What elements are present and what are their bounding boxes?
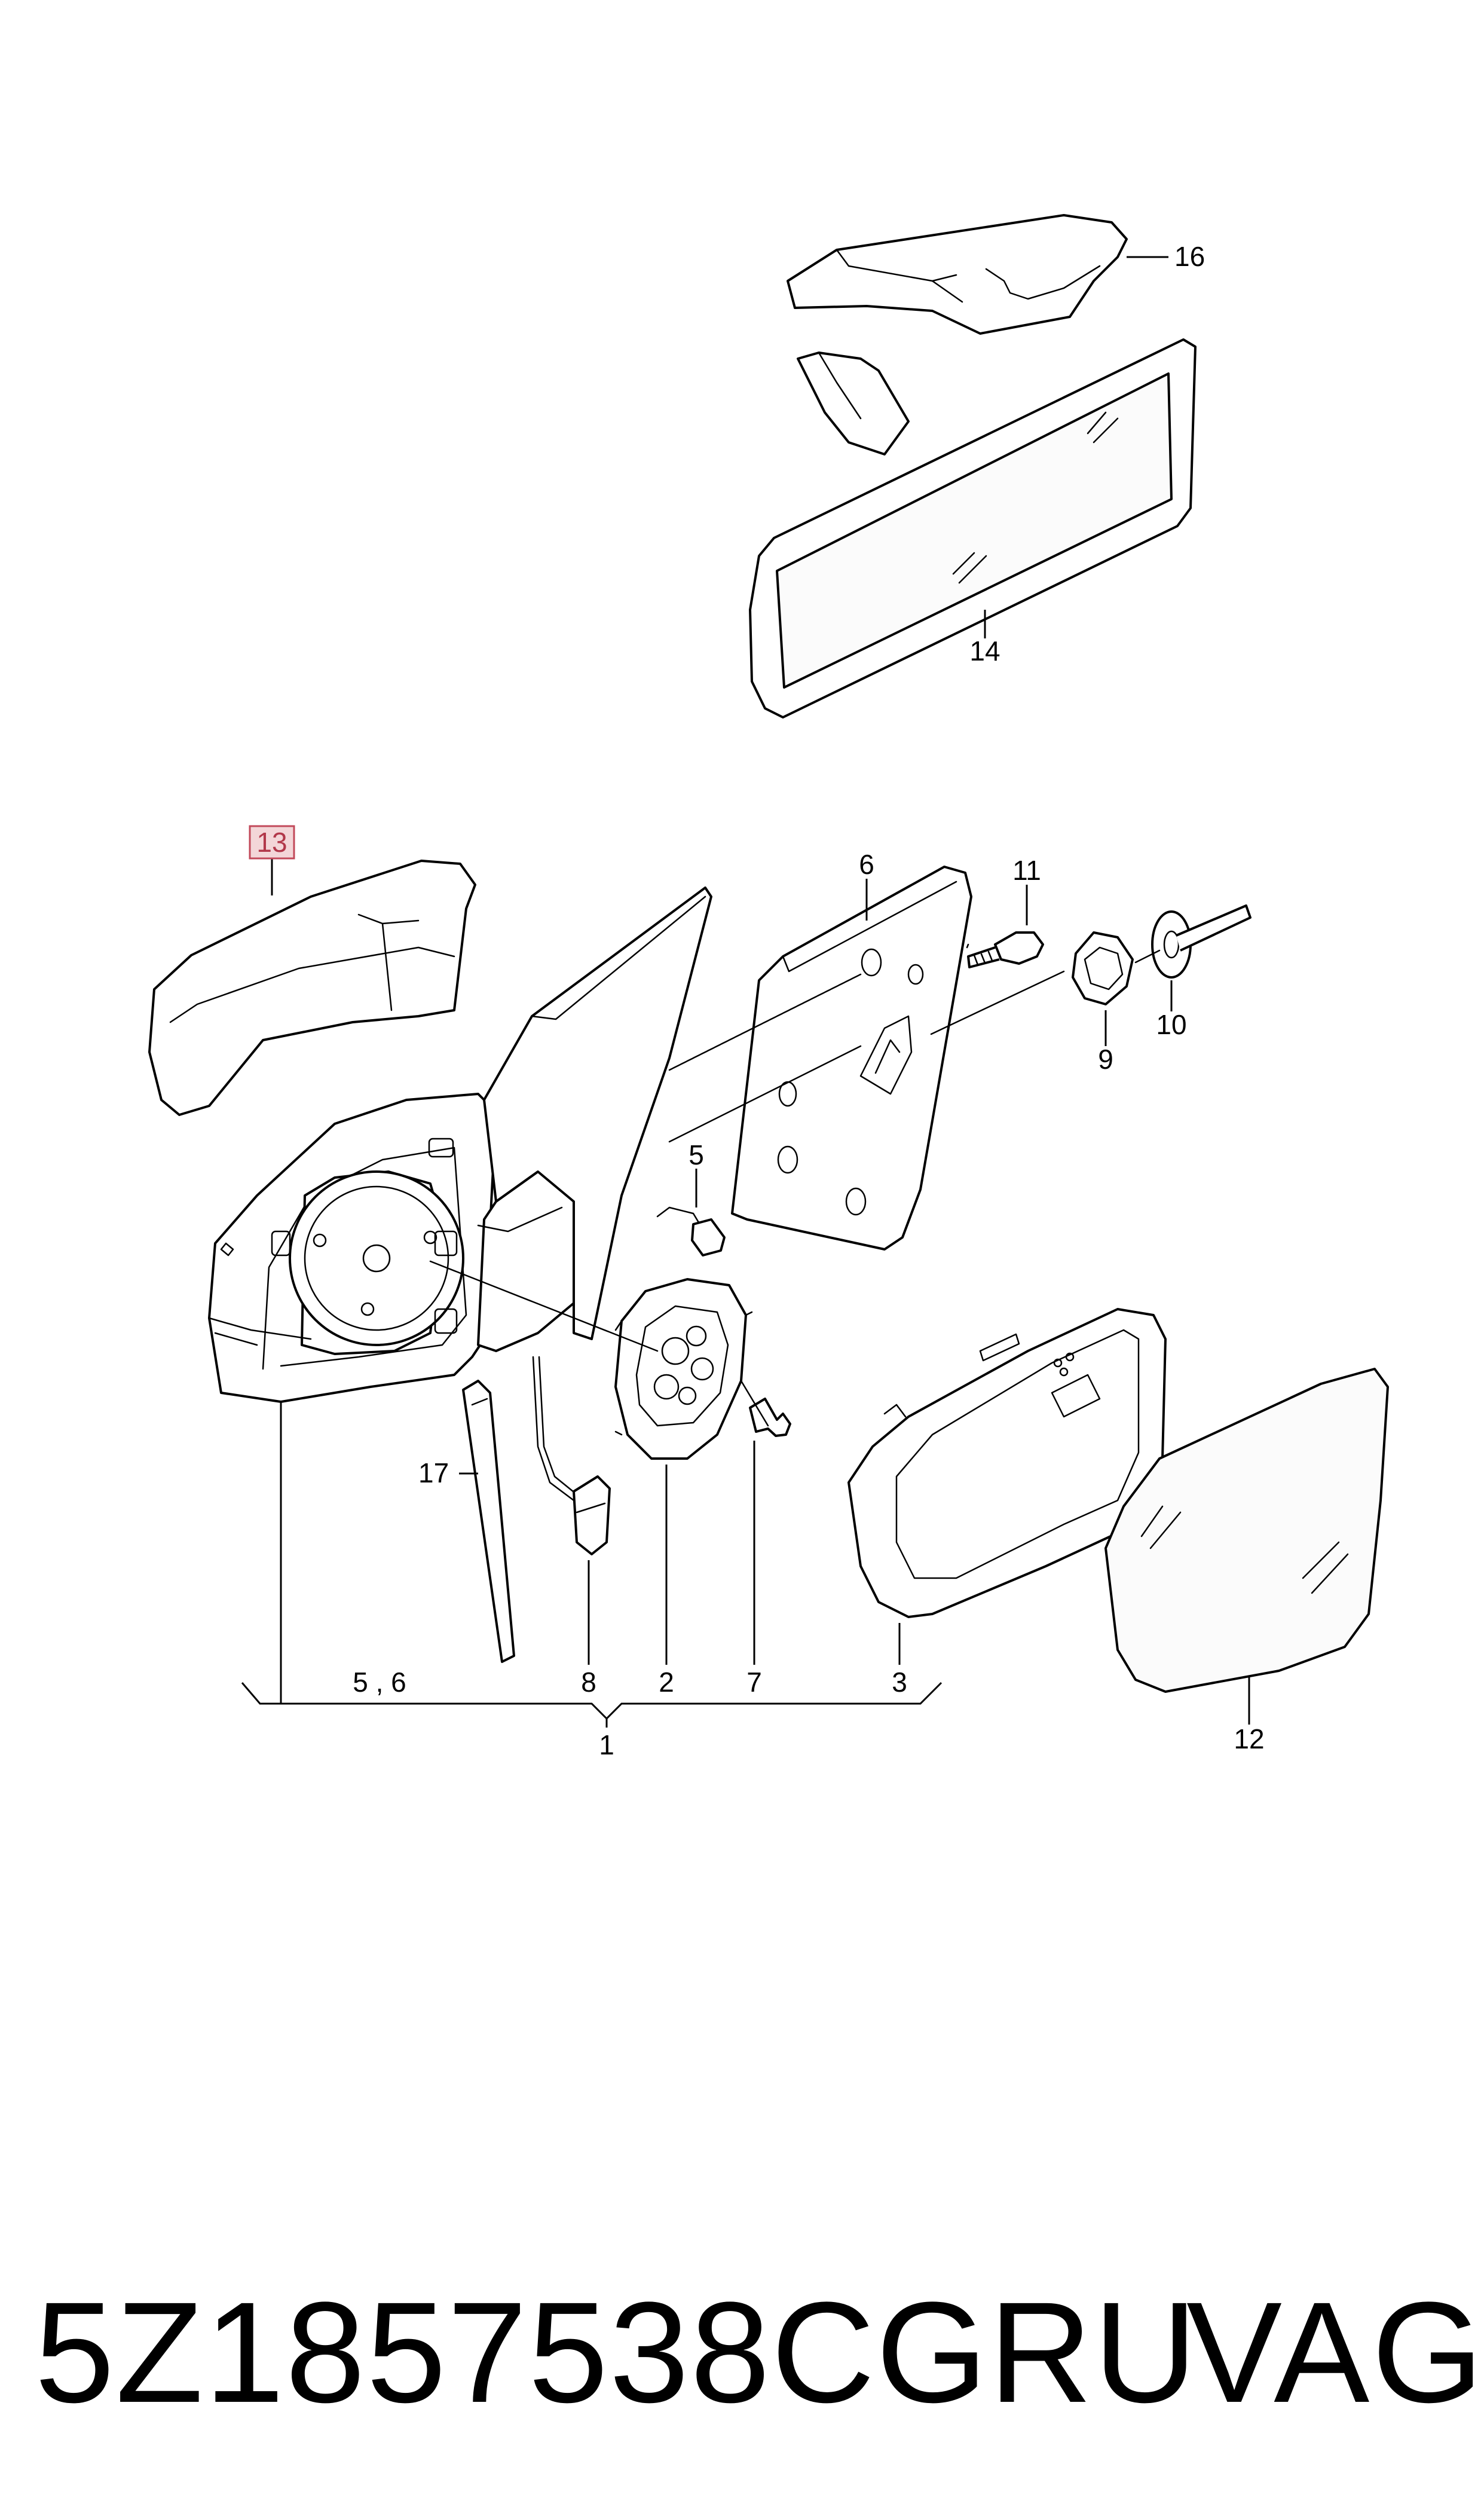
- label-10: 10: [1156, 1009, 1186, 1040]
- part-16-mount-cover: [787, 214, 1168, 335]
- label-8: 8: [581, 1667, 596, 1698]
- part-9-nut: [1072, 931, 1134, 1046]
- part-6-bracket-plate: [731, 866, 972, 1251]
- part-2-adjustment-motor: [429, 1260, 753, 1665]
- label-9: 9: [1098, 1044, 1113, 1075]
- part-10-washer-bolt: [1134, 904, 1252, 1011]
- mounting-axis-lines: [668, 943, 1065, 1143]
- label-5-6: 5 , 6: [353, 1667, 406, 1698]
- label-13-callout[interactable]: 13: [249, 825, 295, 860]
- label-1: 1: [599, 1729, 614, 1760]
- label-2: 2: [659, 1667, 674, 1698]
- part-7-screw: [740, 1380, 791, 1665]
- part-17-cable-guide: [459, 1380, 515, 1663]
- label-7: 7: [746, 1667, 762, 1698]
- label-5: 5: [689, 1139, 704, 1170]
- label-16: 16: [1174, 241, 1205, 272]
- part-13-housing-cap: [148, 859, 476, 1116]
- label-13: 13: [256, 827, 287, 858]
- part-1-mirror-housing: [208, 886, 712, 1403]
- label-12: 12: [1234, 1723, 1264, 1754]
- part-14-rearview-mirror: [749, 338, 1197, 719]
- part-5-connector: [656, 1169, 726, 1257]
- part-number: 5Z1857538CGRU: [35, 2272, 1199, 2432]
- assembly-bracket: [241, 1402, 943, 1728]
- label-17: 17: [418, 1457, 449, 1488]
- footer: 5Z1857538CGRU VAG: [0, 2254, 1484, 2451]
- part-8-wiring-harness: [532, 1356, 611, 1665]
- brand-name: VAG: [1186, 2272, 1484, 2432]
- part-11-screw: [967, 885, 1044, 968]
- label-3: 3: [892, 1667, 907, 1698]
- label-6: 6: [859, 849, 874, 880]
- part-12-mirror-glass: [1104, 1368, 1389, 1725]
- label-14: 14: [969, 635, 1000, 667]
- label-11: 11: [1012, 855, 1041, 886]
